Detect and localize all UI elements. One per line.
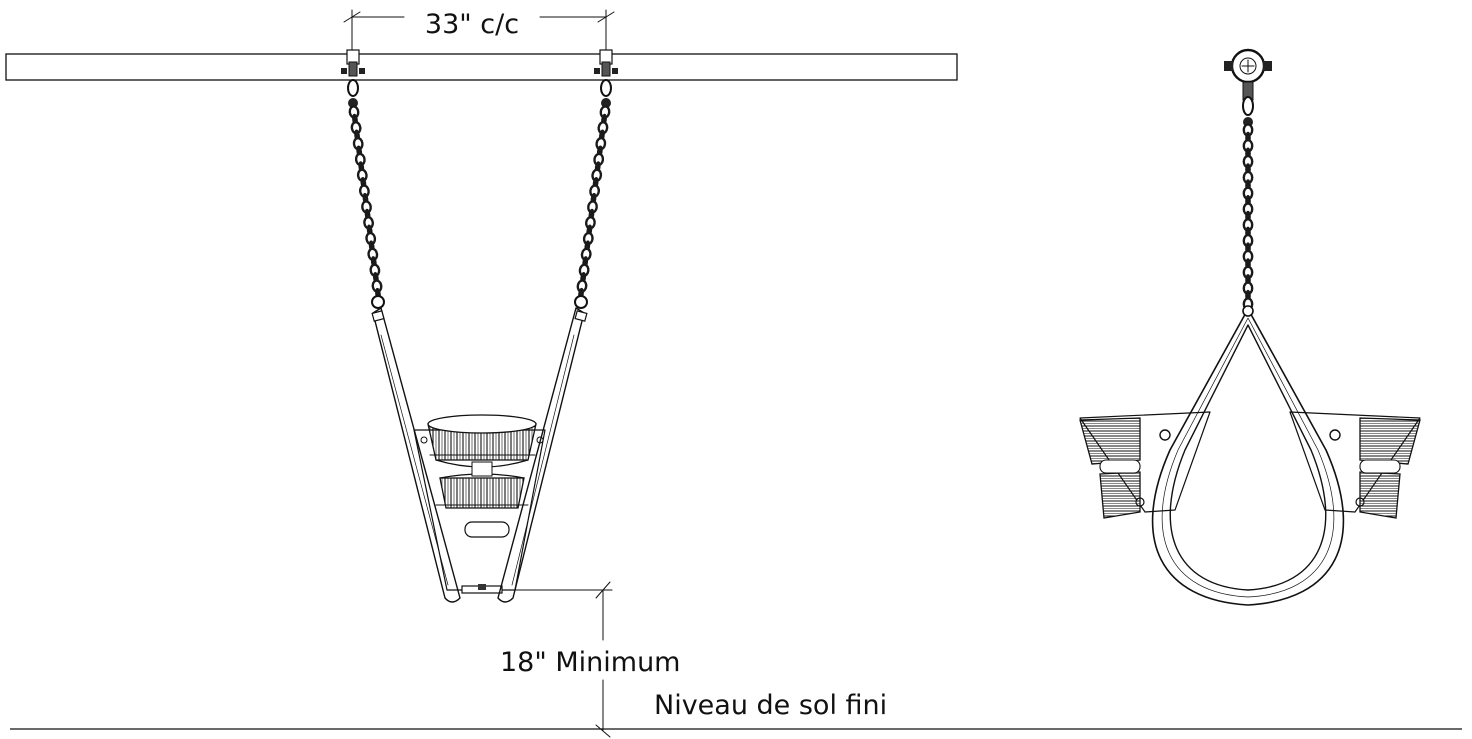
clearance-label: 18" Minimum <box>500 647 680 678</box>
left-hanger <box>341 49 365 108</box>
spacing-dimension: 33" c/c <box>343 9 615 53</box>
top-beam <box>5 53 958 81</box>
right-hanger <box>594 49 618 108</box>
left-chain <box>348 105 383 301</box>
ground-label: Niveau de sol fini <box>654 690 887 721</box>
side-seat <box>1079 305 1421 606</box>
clearance-dimension: 18" Minimum <box>500 581 680 738</box>
side-chain <box>1242 123 1254 311</box>
spacing-label: 33" c/c <box>425 9 519 40</box>
side-view-hanger <box>1224 48 1272 127</box>
right-chain <box>576 105 611 301</box>
front-seat <box>371 295 588 603</box>
seat-hand-slot <box>464 521 510 538</box>
